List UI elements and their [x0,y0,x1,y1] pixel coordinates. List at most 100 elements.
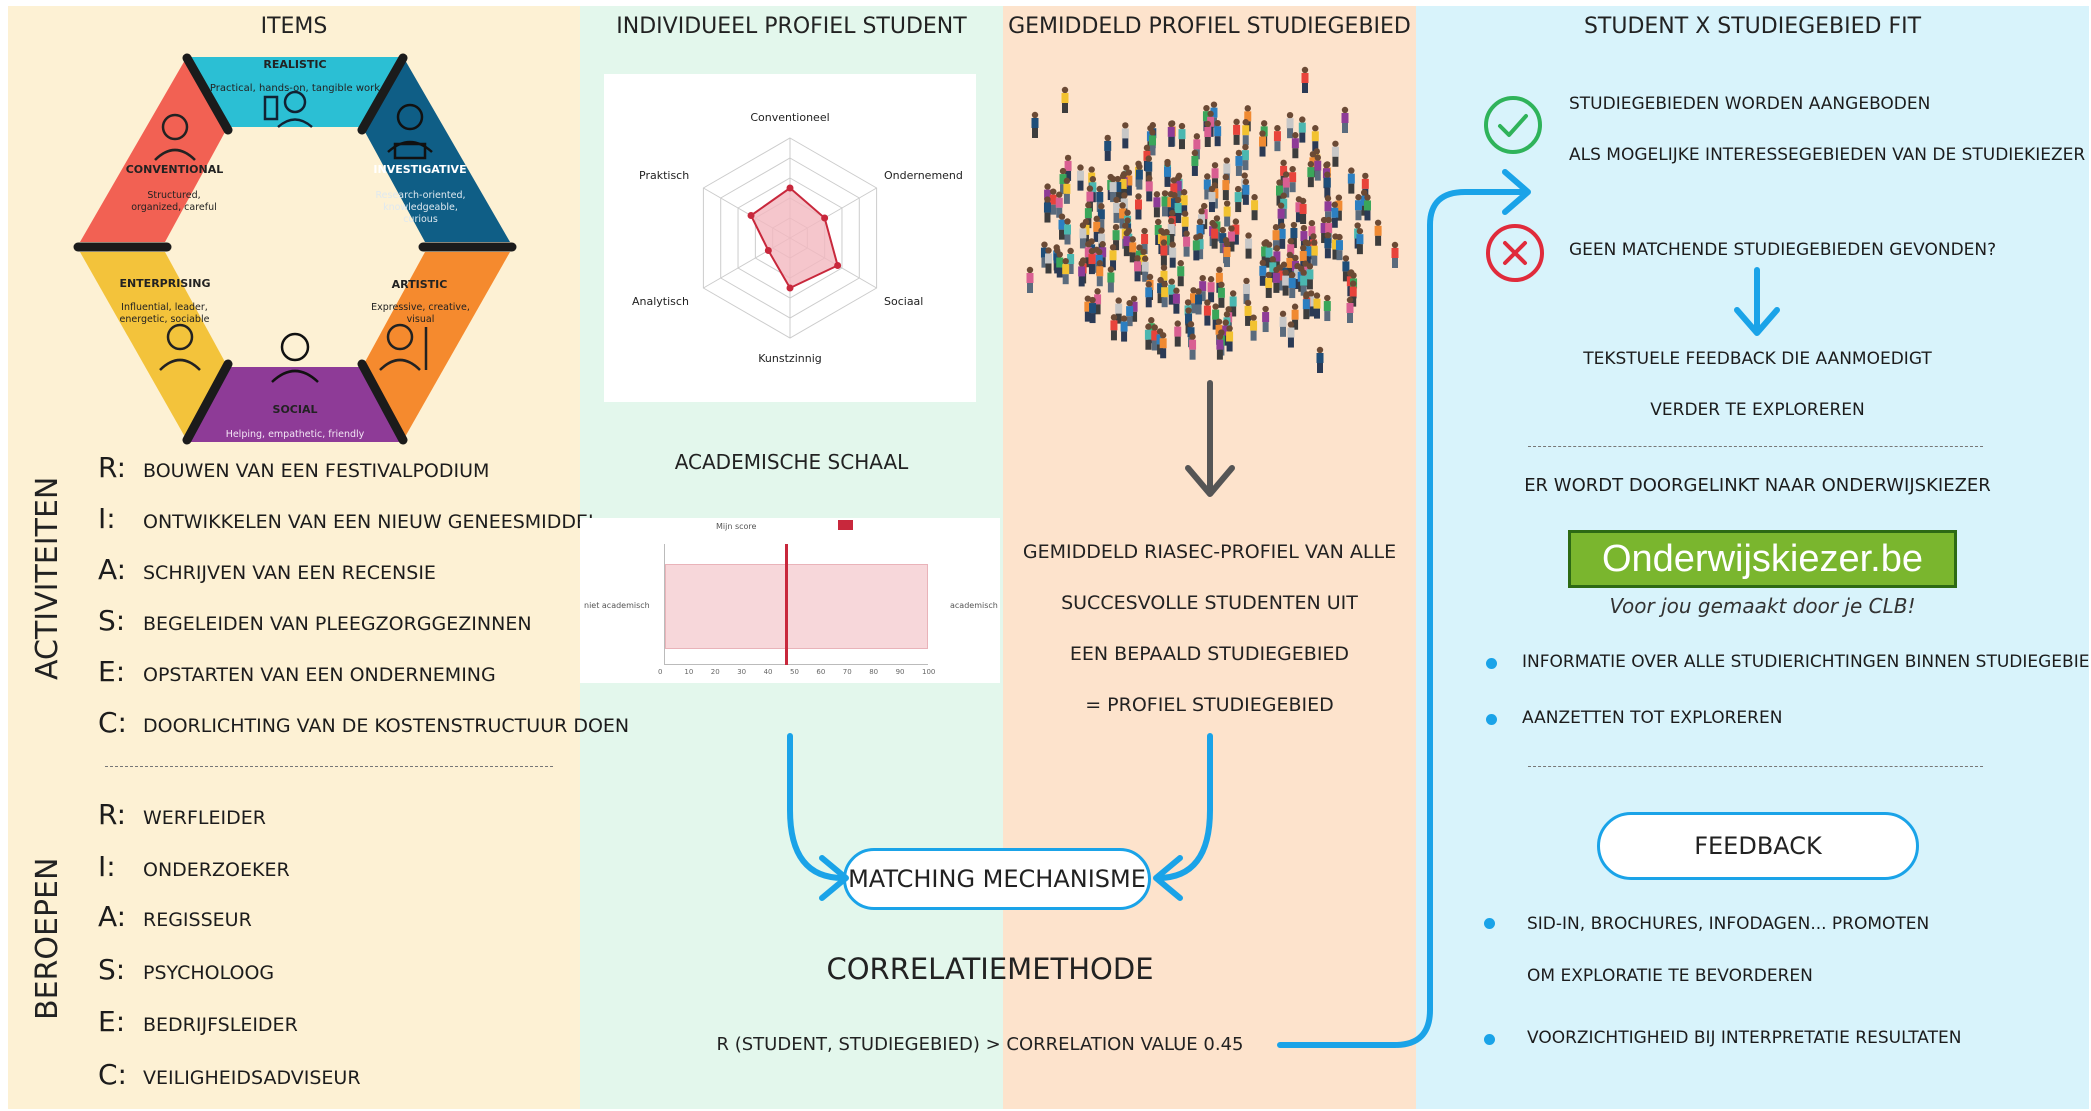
radar-label-kunstzinnig: Kunstzinnig [758,352,822,365]
person-figure [1088,247,1096,275]
occupation-text: PSYCHOLOOG [143,962,275,984]
person-figure [1067,247,1075,275]
academic-scale-title: ACADEMISCHE SCHAAL [674,450,909,474]
person-figure [1234,185,1242,213]
person-figure [1245,232,1253,259]
person-figure [1288,271,1296,299]
bullet-dot [1486,714,1497,725]
scale-tick-label: 0 [658,668,663,676]
person-figure [1172,287,1180,314]
person-figure [1356,227,1364,255]
person-figure [1316,346,1324,373]
activity-text: SCHRIJVEN VAN EEN RECENSIE [143,562,436,584]
person-figure [1259,259,1267,286]
person-figure [1306,263,1314,290]
activiteiten-label: ACTIVITEITEN [30,476,65,680]
conventional-desc: Structured, organized, careful [131,190,217,213]
realistic-person-icon [263,90,313,128]
person-figure [1141,255,1149,282]
person-figure [1043,196,1051,223]
person-figure [1159,332,1167,359]
person-figure [1282,269,1290,296]
person-figure [1307,160,1315,188]
person-figure [1324,232,1332,259]
fit-yes-line2: ALS MOGELIJKE INTERESSEGEBIEDEN VAN DE S… [1569,145,2086,165]
scale-plot-area [664,544,928,665]
scale-tick-label: 100 [922,668,936,676]
riasec-letter: S: [98,953,126,986]
occupation-text: ONDERZOEKER [143,859,290,881]
radar-label-praktisch: Praktisch [639,169,690,182]
matching-mechanism-box: MATCHING MECHANISME [843,848,1151,910]
person-figure [1207,276,1215,303]
person-figure [1135,163,1143,190]
radar-point [821,214,829,222]
person-figure [1287,321,1295,348]
occupation-text: WERFLEIDER [143,807,266,829]
enterprising-segment [80,252,225,437]
scale-tick-label: 60 [816,668,826,676]
section-divider [1528,446,1983,447]
activity-text: ONTWIKKELEN VAN EEN NIEUW GENEESMIDDEL [143,511,599,533]
person-figure [1056,251,1064,278]
person-figure [1078,260,1086,287]
info-bullet-1: INFORMATIE OVER ALLE STUDIERICHTINGEN BI… [1522,652,2091,672]
correlation-formula: R (STUDENT, STUDIEGEBIED) > CORRELATION … [716,1034,1244,1055]
person-figure [1299,197,1307,224]
person-figure [1347,167,1355,194]
riasec-letter: E: [98,655,126,688]
person-figure [1323,294,1331,322]
person-figure [1145,281,1153,308]
person-figure [1223,200,1231,227]
scale-tick-label: 90 [895,668,905,676]
social-person-icon [271,332,319,383]
person-figure [1310,239,1318,266]
radar-chart [702,137,878,339]
person-figure [1144,323,1152,350]
person-figure [1160,239,1168,266]
enterprising-title: ENTERPRISING [119,277,211,290]
person-figure [1174,320,1182,347]
scale-tick-label: 80 [869,668,879,676]
person-figure [1180,189,1188,216]
person-figure [1298,116,1306,143]
person-figure [1115,297,1123,324]
riasec-letter: A: [98,553,127,586]
radar-chart-panel: Conventioneel Ondernemend Sociaal Kunstz… [604,74,976,402]
person-figure [1061,86,1069,113]
person-figure [1183,230,1191,257]
description-line: GEMIDDELD RIASEC-PROFIEL VAN ALLE [1022,541,1397,563]
person-figure [1226,325,1234,352]
realistic-desc: Practical, hands-on, tangible work [209,83,381,94]
investigative-segment [365,60,510,242]
onderwijskiezer-logo[interactable]: Onderwijskiezer.be [1568,530,1957,588]
person-figure [1096,260,1104,287]
average-profile-title: GEMIDDELD PROFIEL STUDIEGEBIED [1008,14,1411,39]
social-segment [190,367,400,442]
person-figure [1178,122,1186,150]
person-figure [1189,333,1197,360]
scale-band [665,564,928,649]
person-figure [1164,160,1172,187]
scale-tick-label: 40 [763,668,773,676]
person-figure [1311,125,1319,152]
person-figure [1222,173,1230,201]
investigative-desc: Research-oriented, knowledgeable, curiou… [375,190,466,225]
person-figure [1374,219,1382,246]
person-figure [1212,303,1220,330]
scale-tick-label: 30 [737,668,747,676]
riasec-letter: C: [98,706,127,739]
riasec-letter: A: [98,900,127,933]
person-figure [1250,314,1258,341]
person-figure [1149,129,1157,156]
person-figure [1286,111,1294,139]
feedback-button[interactable]: FEEDBACK [1597,812,1919,880]
person-figure [1058,213,1066,240]
person-figure [1026,266,1034,293]
person-figure [1089,296,1097,324]
radar-label-analytisch: Analytisch [632,295,689,308]
person-figure [1232,218,1240,245]
person-figure [1242,119,1250,146]
person-figure [1265,271,1273,298]
riasec-letter: I: [98,502,116,535]
